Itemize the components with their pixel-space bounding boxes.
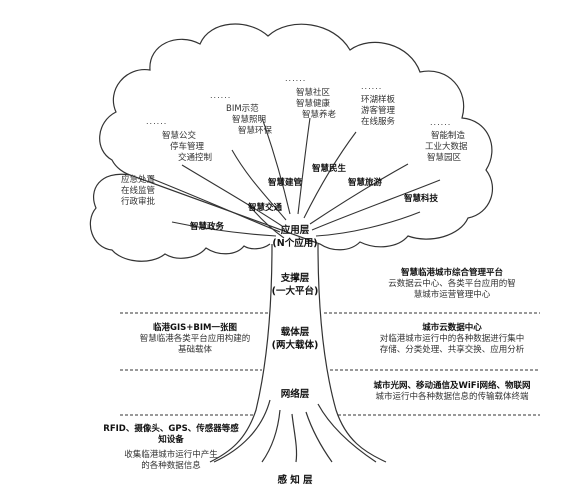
cloud-title: 城市云数据中心 [422,323,482,333]
list-item: 智慧社区 [296,88,331,98]
layer-separators [120,312,540,416]
tourism-ellipsis: ...... [361,82,383,91]
list-item: 在线监管 [121,186,156,196]
sensor-title-line: RFID、摄像头、GPS、传感器等感 [103,424,239,434]
branch-label-livelihood: 智慧民生 [312,164,347,174]
list-item: 智能制造 [431,131,466,141]
list-item: 工业大数据 [425,142,468,152]
list-item: 智慧养老 [302,110,337,120]
list-item: 智慧公交 [162,131,197,141]
tree-crown-outline [89,23,494,262]
gis-annotation: 临港GIS+BIM一张图 智慧临港各类平台应用构建的 基础载体 [120,323,270,356]
platform-title: 智慧临港城市综合管理平台 [400,268,503,278]
tourism-items: 环湖样板 游客管理 在线服务 [361,95,395,128]
layer-name: 支撑层 [280,273,310,284]
layer-network: 网络层 [280,389,310,400]
gis-desc-line: 智慧临港各类平台应用构建的 [139,334,251,344]
list-item: 应急处置 [121,175,156,185]
gov-items: 应急处置 在线监管 行政审批 [121,175,155,208]
layer-sub: (一大平台) [271,286,319,297]
tree-roots [213,399,377,463]
platform-desc-line: 云数据云中心、各类平台应用的智 [388,279,516,289]
layer-name: 应用层 [280,225,310,236]
cloud-desc-line: 存储、分类处理、共享交换、应用分析 [379,345,525,355]
sensor-desc-line: 的各种数据信息 [141,461,201,471]
list-item: 智慧环保 [238,126,273,136]
construction-items: BIM示范 智慧照明 智慧环保 [226,104,272,137]
network-title: 城市光网、移动通信及WiFi网络、物联网 [373,381,531,391]
layer-sub: (N个应用) [272,238,318,249]
branch-label-gov: 智慧政务 [190,222,225,232]
list-item: 智慧园区 [427,153,462,163]
branch-label-transport: 智慧交通 [248,203,283,213]
layer-sub: (两大载体) [271,340,319,351]
layer-support: 支撑层 (一大平台) [265,272,325,298]
list-item: BIM示范 [226,104,259,114]
sensor-annotation: RFID、摄像头、GPS、传感器等感 知设备 收集临港城市运行中产生 的各种数据… [86,424,256,472]
transport-items: 智慧公交 停车管理 交通控制 [162,131,212,164]
layer-application: 应用层 (N个应用) [265,224,325,250]
transport-ellipsis: ...... [146,117,168,126]
list-item: 在线服务 [361,117,396,127]
cloud-desc-line: 对临港城市运行中的各种数据进行集中 [379,334,525,344]
platform-annotation: 智慧临港城市综合管理平台 云数据云中心、各类平台应用的智 慧城市运营管理中心 [362,268,542,301]
platform-desc-line: 慧城市运营管理中心 [413,290,491,300]
tree-trunk-outline [209,243,387,463]
list-item: 智慧照明 [232,115,267,125]
branch-label-construction: 智慧建管 [268,178,303,188]
network-annotation: 城市光网、移动通信及WiFi网络、物联网 城市运行中各种数据信息的传输载体终端 [352,381,552,403]
list-item: 游客管理 [361,106,396,116]
sensor-desc-line: 收集临港城市运行中产生 [124,450,218,460]
gis-title: 临港GIS+BIM一张图 [153,323,237,333]
network-desc: 城市运行中各种数据信息的传输载体终端 [375,392,529,402]
list-item: 环湖样板 [361,95,396,105]
list-item: 行政审批 [121,197,156,207]
list-item: 交通控制 [178,153,213,163]
construction-ellipsis: ...... [210,91,232,100]
livelihood-items: 智慧社区 智慧健康 智慧养老 [296,88,336,121]
tech-items: 智能制造 工业大数据 智慧园区 [425,131,468,164]
livelihood-ellipsis: ...... [285,74,307,83]
tech-ellipsis: ...... [430,118,452,127]
tree-branches [149,117,441,239]
list-item: 停车管理 [170,142,205,152]
sensor-title-line: 知设备 [158,435,184,445]
list-item: 智慧健康 [296,99,331,109]
cloud-annotation: 城市云数据中心 对临港城市运行中的各种数据进行集中 存储、分类处理、共享交换、应… [352,323,552,356]
layer-name: 载体层 [280,327,310,338]
gis-desc-line: 基础载体 [177,345,212,355]
branch-label-tech: 智慧科技 [404,194,439,204]
layer-perception: 感 知 层 [277,475,313,486]
layer-carrier: 载体层 (两大载体) [265,326,325,352]
branch-label-tourism: 智慧旅游 [348,178,383,188]
